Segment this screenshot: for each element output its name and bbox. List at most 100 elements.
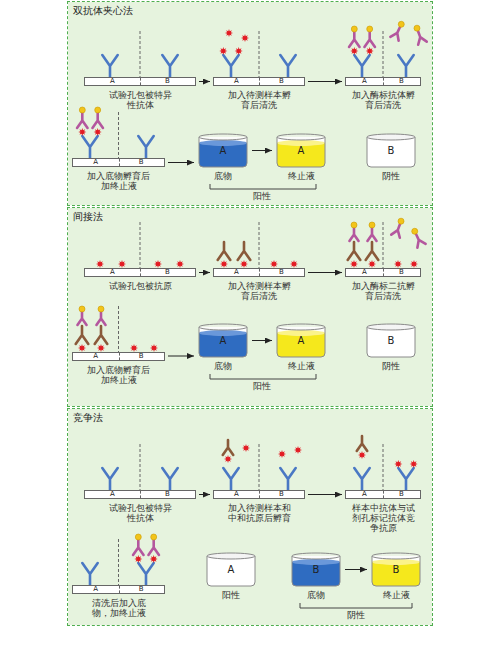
- well-label: A: [107, 491, 119, 498]
- antibody-symbol: [102, 468, 117, 490]
- step-caption: 样本中抗体与试剂孔标记抗体竞争抗原: [352, 503, 415, 533]
- antibody-symbol: [364, 32, 375, 47]
- panel-title: 竞争法: [73, 412, 103, 424]
- step-caption: 试验孔包被特异性抗体: [109, 503, 172, 523]
- antibody-symbol: [96, 312, 105, 325]
- well-label: A: [231, 78, 243, 85]
- divider-line: [118, 539, 119, 585]
- antibody-symbol: [95, 326, 108, 344]
- antibody-symbol: [349, 32, 360, 47]
- beaker-caption: 底物: [177, 361, 269, 371]
- divider-line: [118, 306, 119, 352]
- antibody-symbol: [348, 242, 361, 260]
- step-arrow: [168, 162, 194, 163]
- antigen-symbol: [78, 128, 86, 136]
- panel-background: [68, 208, 432, 406]
- antigen-symbol: [224, 455, 232, 463]
- well-label: A: [359, 491, 371, 498]
- antigen-symbol: [235, 47, 243, 55]
- antibody-symbol: [391, 222, 404, 237]
- step-arrow: [308, 272, 342, 273]
- test-well-plate: AB加入待测样本孵育后清洗: [213, 77, 305, 86]
- result-beaker: B阴性: [365, 323, 417, 358]
- result-label: 阴性: [326, 610, 386, 620]
- enzyme-label: [98, 306, 104, 312]
- divider-line: [140, 78, 141, 85]
- antibody-symbol: [77, 113, 88, 128]
- step-arrow: [199, 272, 210, 273]
- divider-line: [383, 491, 384, 498]
- well-label: B: [135, 353, 147, 360]
- result-label: 阳性: [232, 381, 292, 391]
- beaker-caption: 阴性: [345, 171, 437, 181]
- method-panel: AB试验孔包被特异性抗体AB加入待测样本和中和抗原后孵育AB样本中抗体与试剂孔标…: [68, 409, 432, 625]
- antigen-symbol: [78, 344, 86, 352]
- antibody-symbol: [414, 29, 427, 44]
- enzyme-label: [369, 222, 375, 228]
- antibody-symbol: [223, 440, 234, 455]
- antibody-symbol: [349, 228, 358, 241]
- test-well-plate: AB加入底物孵育后加终止液: [72, 352, 165, 361]
- antigen-symbol: [154, 260, 162, 268]
- panel-title: 双抗体夹心法: [73, 5, 133, 17]
- beaker-caption: 终止液: [255, 361, 347, 371]
- antigen-symbol: [270, 260, 278, 268]
- enzyme-label: [79, 107, 85, 113]
- step-caption: 加入待测样本和中和抗原后孵育: [228, 503, 291, 523]
- antibody-symbol: [92, 113, 103, 128]
- antigen-symbol: [294, 446, 302, 454]
- beaker-rim: [277, 134, 325, 140]
- divider-line: [383, 78, 384, 85]
- result-beaker: B阴性: [365, 133, 417, 168]
- antibody-symbol: [223, 55, 238, 77]
- divider-line: [140, 31, 141, 77]
- beaker-rim: [367, 324, 415, 330]
- antigen-symbol: [97, 344, 105, 352]
- result-bracket: [300, 603, 412, 608]
- beaker-caption: 阳性: [185, 590, 277, 600]
- antigen-symbol: [220, 260, 228, 268]
- step-caption: 清洗后加入底物，加终止液: [87, 598, 150, 618]
- beaker-caption: 终止液: [255, 171, 347, 181]
- step-caption: 试验孔包被抗原: [109, 281, 172, 291]
- test-well-plate: AB加入酶标抗体孵育后清洗: [345, 77, 421, 86]
- well-label: B: [162, 491, 174, 498]
- step-arrow: [199, 81, 210, 82]
- antigen-symbol: [219, 47, 227, 55]
- beaker-rim: [207, 553, 255, 559]
- well-label: A: [90, 586, 102, 593]
- enzyme-label: [412, 228, 418, 234]
- test-well-plate: AB样本中抗体与试剂孔标记抗体竞争抗原: [345, 490, 421, 499]
- divider-line: [140, 491, 141, 498]
- test-well-plate: AB试验孔包被特异性抗体: [84, 77, 196, 86]
- panel-title: 间接法: [73, 211, 103, 223]
- antibody-symbol: [238, 242, 251, 260]
- result-beaker: A终止液: [275, 133, 327, 168]
- enzyme-label: [95, 107, 101, 113]
- method-panel: AB试验孔包被抗原AB加入待测样本孵育后清洗AB加入酶标二抗孵育后清洗AB加入底…: [68, 208, 432, 406]
- test-well-plate: AB试验孔包被特异性抗体: [84, 490, 196, 499]
- antigen-symbol: [394, 260, 402, 268]
- antibody-symbol: [398, 55, 413, 77]
- result-beaker: B底物: [290, 552, 342, 587]
- beaker-rim: [292, 553, 340, 559]
- divider-line: [119, 159, 120, 166]
- result-bracket: [210, 374, 316, 379]
- divider-line: [383, 444, 384, 490]
- beaker-label: B: [290, 564, 342, 576]
- antibody-symbol: [162, 468, 177, 490]
- antigen-symbol: [176, 260, 184, 268]
- step-arrow: [199, 494, 210, 495]
- well-label: B: [276, 78, 288, 85]
- antibody-symbol: [82, 563, 97, 585]
- antibody-symbol: [280, 468, 295, 490]
- antigen-symbol: [366, 47, 374, 55]
- antibody-symbol: [354, 55, 369, 77]
- beaker-rim: [277, 324, 325, 330]
- antibody-symbol: [77, 312, 86, 325]
- antibody-symbol: [223, 468, 238, 490]
- beaker-label: B: [365, 145, 417, 157]
- divider-line: [140, 269, 141, 276]
- well-label: B: [276, 491, 288, 498]
